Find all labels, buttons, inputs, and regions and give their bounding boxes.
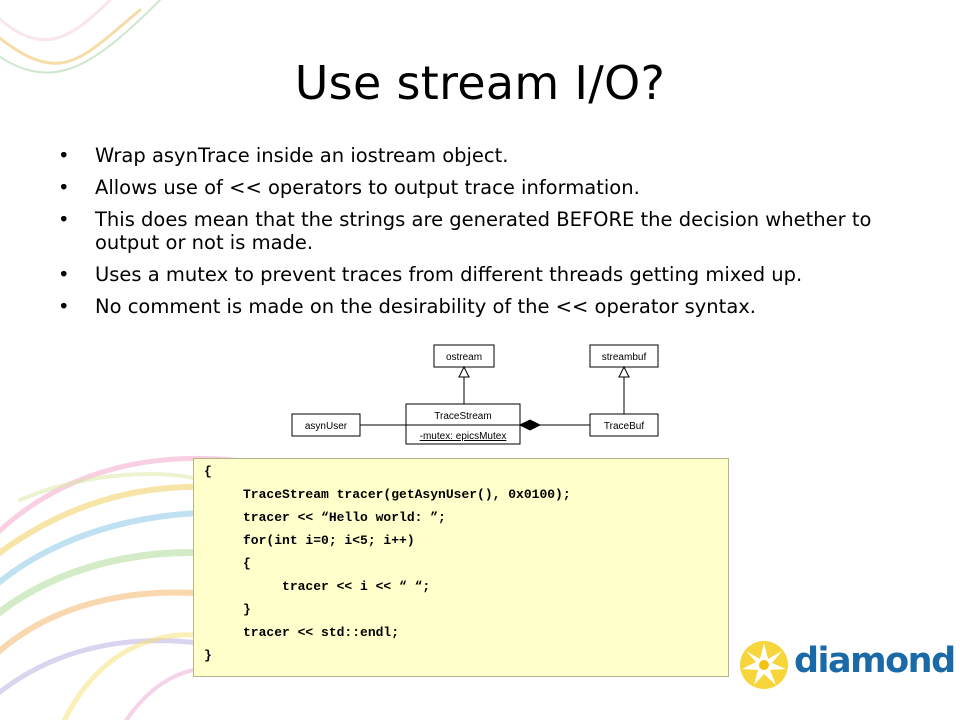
asynuser-label: asynUser (305, 421, 348, 432)
bullet-item: • Uses a mutex to prevent traces from dif… (58, 263, 898, 286)
tracestream-class-box (405, 403, 521, 445)
diamond-logo-star-icon (740, 641, 788, 689)
code-block: { TraceStream tracer(getAsynUser(), 0x01… (193, 458, 729, 677)
inheritance-arrowhead (618, 365, 630, 378)
ostream-label: ostream (446, 352, 482, 363)
bullet-text: This does mean that the strings are gene… (95, 208, 872, 254)
code-line: tracer << i << “ “; (204, 579, 431, 594)
composition-diamond (518, 419, 542, 431)
code-line: } (204, 602, 251, 617)
code-line: { (204, 464, 212, 479)
bullet-glyph: • (58, 263, 70, 286)
bullet-text: Allows use of << operators to output tra… (95, 176, 640, 199)
bullet-glyph: • (58, 295, 70, 318)
slide-title: Use stream I/O? (294, 56, 666, 110)
tracestream-attribute: -mutex: epicsMutex (420, 431, 507, 442)
bullet-item: • This does mean that the strings are gen… (58, 208, 898, 254)
bullet-glyph: • (58, 208, 70, 231)
bullet-text: No comment is made on the desirability o… (95, 295, 757, 318)
code-line: tracer << “Hello world: ”; (204, 510, 446, 525)
bullet-text: Wrap asynTrace inside an iostream object… (95, 144, 509, 167)
code-line: for(int i=0; i<5; i++) (204, 533, 415, 548)
bullet-item: • No comment is made on the desirability … (58, 295, 898, 318)
diamond-logo-text: diamond (794, 641, 956, 681)
tracestream-label: TraceStream (434, 411, 491, 422)
bullet-item: • Allows use of << operators to output tr… (58, 176, 898, 199)
bullet-list: • Wrap asynTrace inside an iostream objec… (58, 144, 898, 327)
bullet-glyph: • (58, 144, 70, 167)
code-line: TraceStream tracer(getAsynUser(), 0x0100… (204, 487, 571, 502)
inheritance-arrowhead (458, 365, 470, 378)
bullet-glyph: • (58, 176, 70, 199)
code-line: { (204, 556, 251, 571)
bullet-item: • Wrap asynTrace inside an iostream objec… (58, 144, 898, 167)
code-line: tracer << std::endl; (204, 625, 400, 640)
bullet-text: Uses a mutex to prevent traces from diff… (95, 263, 803, 286)
code-line: } (204, 648, 212, 663)
tracebuf-label: TraceBuf (604, 421, 644, 432)
streambuf-label: streambuf (602, 352, 647, 363)
